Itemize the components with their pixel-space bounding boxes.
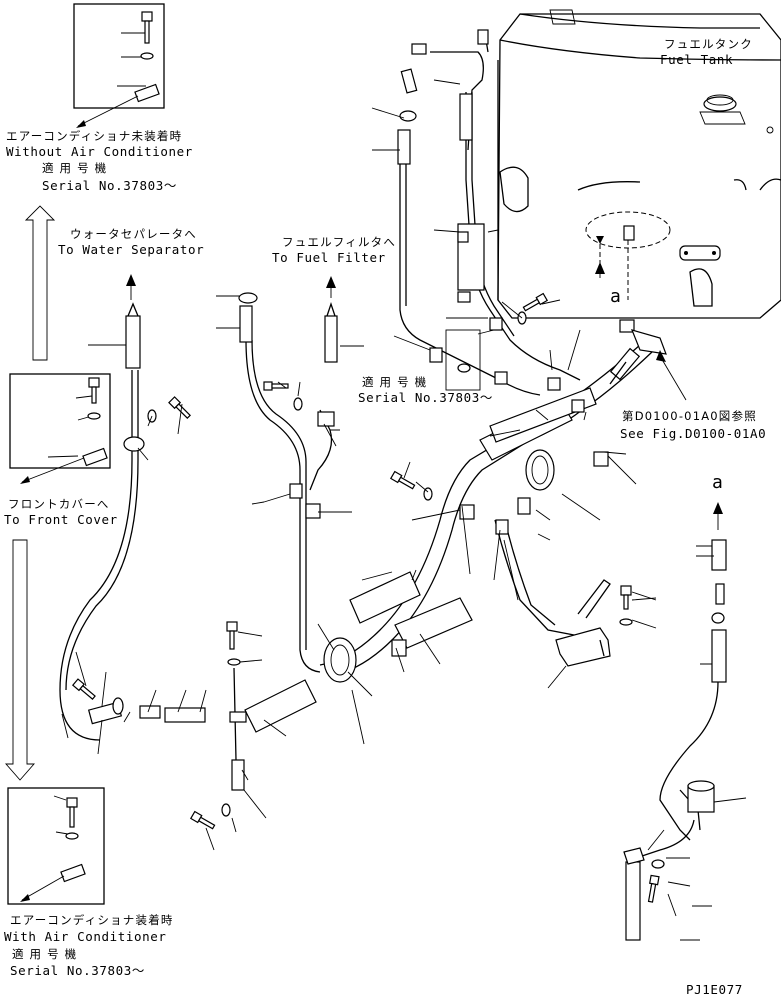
right-lower-line bbox=[623, 539, 727, 941]
see-fig-label-jp: 第D0100-01A0図参照 bbox=[622, 409, 757, 423]
water-separator-line bbox=[59, 302, 206, 741]
water-separator-label-jp: ウォータセパレータへ bbox=[70, 227, 197, 241]
labels: フュエルタンク Fuel Tank エアーコンディショナ未装着時 Without… bbox=[4, 37, 766, 997]
upper-hoses bbox=[399, 39, 581, 396]
fuel-filter-label-jp: フュエルフィルタへ bbox=[282, 235, 396, 249]
hose-sleeves bbox=[244, 223, 597, 733]
inset-top bbox=[73, 3, 165, 128]
support-strap bbox=[229, 667, 247, 791]
check-valve bbox=[397, 29, 489, 165]
serial-bot-label-en: Serial No.37803～ bbox=[10, 963, 145, 978]
hose-clamps bbox=[323, 231, 609, 683]
leader-lines bbox=[47, 32, 747, 917]
with-ac-label-jp: エアーコンディショナ装着時 bbox=[10, 913, 174, 927]
serial-bot-label-jp: 適 用 号 機 bbox=[12, 947, 77, 961]
reference-a-top: a bbox=[610, 286, 621, 307]
inset-bottom bbox=[7, 787, 105, 905]
mount-bracket bbox=[555, 579, 611, 667]
serial-top-label-jp: 適 用 号 機 bbox=[42, 161, 107, 175]
reference-a-right: a bbox=[712, 472, 723, 493]
front-cover-label-jp: フロントカバーへ bbox=[8, 497, 110, 511]
bolts bbox=[71, 292, 665, 903]
serial-top-label-en: Serial No.37803～ bbox=[42, 178, 177, 193]
fuel-tank bbox=[497, 9, 781, 319]
front-cover-label-en: To Front Cover bbox=[4, 512, 118, 527]
water-separator-label-en: To Water Separator bbox=[58, 242, 204, 257]
inset-middle bbox=[9, 373, 111, 484]
without-ac-label-jp: エアーコンディショナ未装着時 bbox=[6, 129, 182, 143]
flow-arrows bbox=[5, 205, 723, 781]
with-ac-label-en: With Air Conditioner bbox=[4, 929, 167, 944]
without-ac-label-en: Without Air Conditioner bbox=[6, 144, 193, 159]
see-fig-label-en: See Fig.D0100-01A0 bbox=[620, 426, 766, 441]
drain-valve bbox=[609, 319, 667, 385]
serial-mid-label-jp: 適 用 号 機 bbox=[362, 375, 427, 389]
drawing-code: PJ1E077 bbox=[686, 982, 743, 997]
fuel-tank-label-jp: フュエルタンク bbox=[664, 37, 753, 51]
fuel-tank-label-en: Fuel Tank bbox=[660, 52, 733, 67]
serial-mid-label-en: Serial No.37803～ bbox=[358, 390, 493, 405]
fuel-filter-label-en: To Fuel Filter bbox=[272, 250, 386, 265]
fuel-filter-line bbox=[238, 292, 338, 673]
serial-mid-box bbox=[445, 329, 481, 391]
